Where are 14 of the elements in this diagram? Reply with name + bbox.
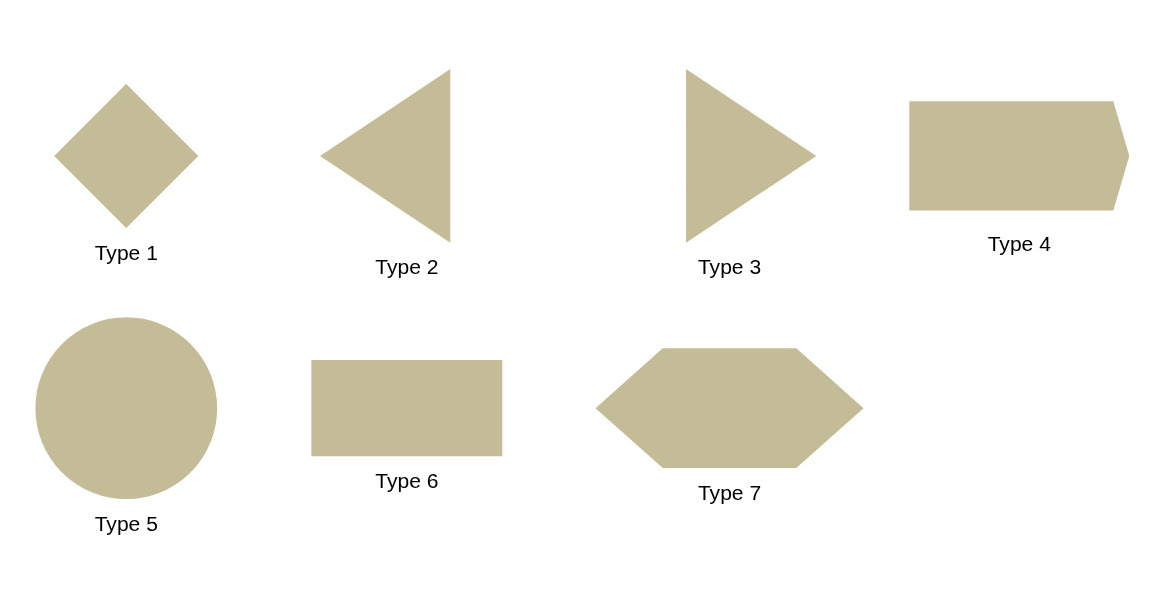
node-box [311,360,503,457]
node-arrow [909,101,1130,211]
node-label: Type 7 [697,481,762,505]
node-label: Type 1 [94,240,158,264]
node-triangle [686,69,817,243]
node-label: Type 6 [375,469,439,493]
node-circle [35,317,218,500]
node-label: Type 2 [375,255,439,279]
node-triangle [320,69,451,243]
node-label: Type 3 [697,255,762,279]
node-diamond [54,83,199,228]
node-hexagon [595,348,864,469]
node-label: Type 5 [94,512,158,536]
node-label: Type 4 [987,231,1051,255]
